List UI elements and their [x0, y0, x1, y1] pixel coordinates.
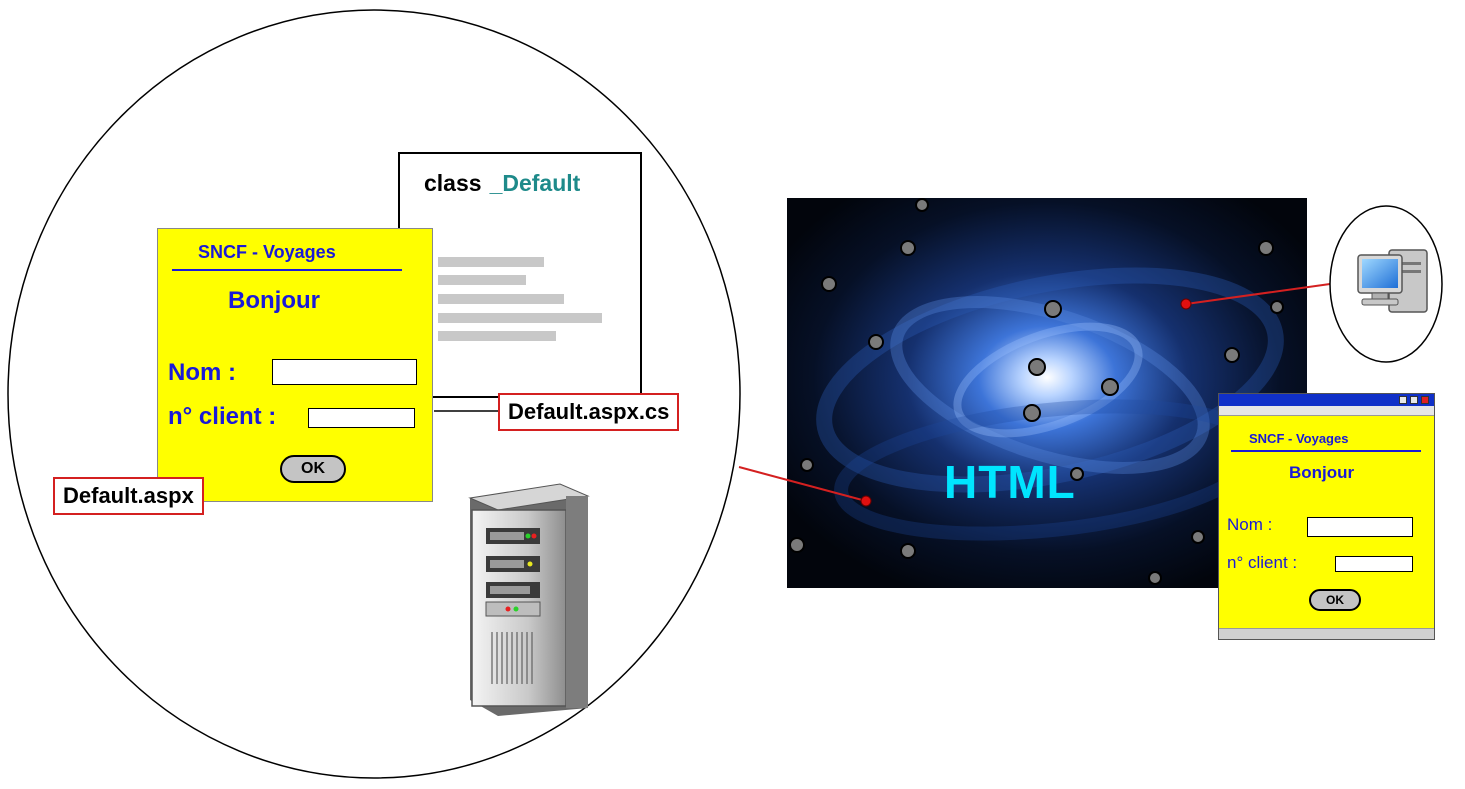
network-node [1023, 404, 1041, 422]
browser-title-bar [1219, 394, 1434, 406]
connector-network-to-client [1185, 283, 1331, 305]
client-browser-window: SNCF - Voyages Bonjour Nom : n° client :… [1218, 393, 1435, 640]
network-node [789, 537, 805, 553]
browser-form-title-underline [1231, 450, 1421, 452]
form-greeting: Bonjour [228, 287, 320, 314]
network-node [1070, 467, 1084, 481]
html-label: HTML [944, 456, 1076, 508]
network-node [1191, 530, 1205, 544]
minimize-icon[interactable] [1399, 396, 1407, 404]
code-line [438, 275, 526, 285]
connector-endpoint [1180, 298, 1192, 310]
network-node [821, 276, 837, 292]
ok-button[interactable]: OK [280, 455, 346, 483]
network-nodes [789, 198, 1284, 585]
server-tower-icon [468, 483, 590, 716]
class-keyword: class [424, 170, 482, 196]
form-title: SNCF - Voyages [198, 242, 336, 262]
browser-client-number-input[interactable] [1335, 556, 1413, 572]
browser-client-number-label: n° client : [1227, 553, 1298, 572]
network-node [900, 543, 916, 559]
browser-ok-button[interactable]: OK [1309, 589, 1361, 611]
network-node [1148, 571, 1162, 585]
name-label: Nom : [168, 359, 236, 386]
browser-name-label: Nom : [1227, 515, 1273, 534]
class-declaration: class _Default [424, 170, 580, 197]
server-boundary-circle [7, 9, 741, 779]
code-line [438, 331, 556, 341]
network-node [1258, 240, 1274, 256]
close-icon[interactable] [1421, 396, 1429, 404]
aspx-form-preview: SNCF - Voyages Bonjour Nom : n° client :… [157, 228, 433, 502]
client-number-label: n° client : [168, 403, 277, 430]
connector-endpoint [860, 495, 872, 507]
codebehind-file-label: Default.aspx.cs [498, 393, 680, 431]
class-name: _Default [489, 170, 581, 196]
code-behind-document: class _Default [398, 152, 642, 398]
connector-server-to-network [738, 466, 867, 502]
network-node [1101, 378, 1119, 396]
code-line [438, 313, 602, 323]
network-node [900, 240, 916, 256]
network-node [800, 458, 814, 472]
client-computer-icon [1357, 249, 1428, 313]
network-node [915, 198, 929, 212]
name-input[interactable] [272, 359, 417, 385]
client-number-input[interactable] [308, 408, 415, 428]
network-node [1044, 300, 1062, 318]
network-node [868, 334, 884, 350]
network-node [1028, 358, 1046, 376]
network-node [1224, 347, 1240, 363]
form-title-underline [172, 269, 402, 271]
network-node [1270, 300, 1284, 314]
browser-form-greeting: Bonjour [1289, 463, 1355, 482]
browser-form-title: SNCF - Voyages [1249, 431, 1349, 446]
browser-status-bar [1219, 628, 1434, 639]
browser-name-input[interactable] [1307, 517, 1413, 537]
code-line [438, 257, 544, 267]
maximize-icon[interactable] [1410, 396, 1418, 404]
browser-menu-bar[interactable] [1219, 406, 1434, 416]
aspx-file-label: Default.aspx [53, 477, 204, 515]
code-line [438, 294, 564, 304]
